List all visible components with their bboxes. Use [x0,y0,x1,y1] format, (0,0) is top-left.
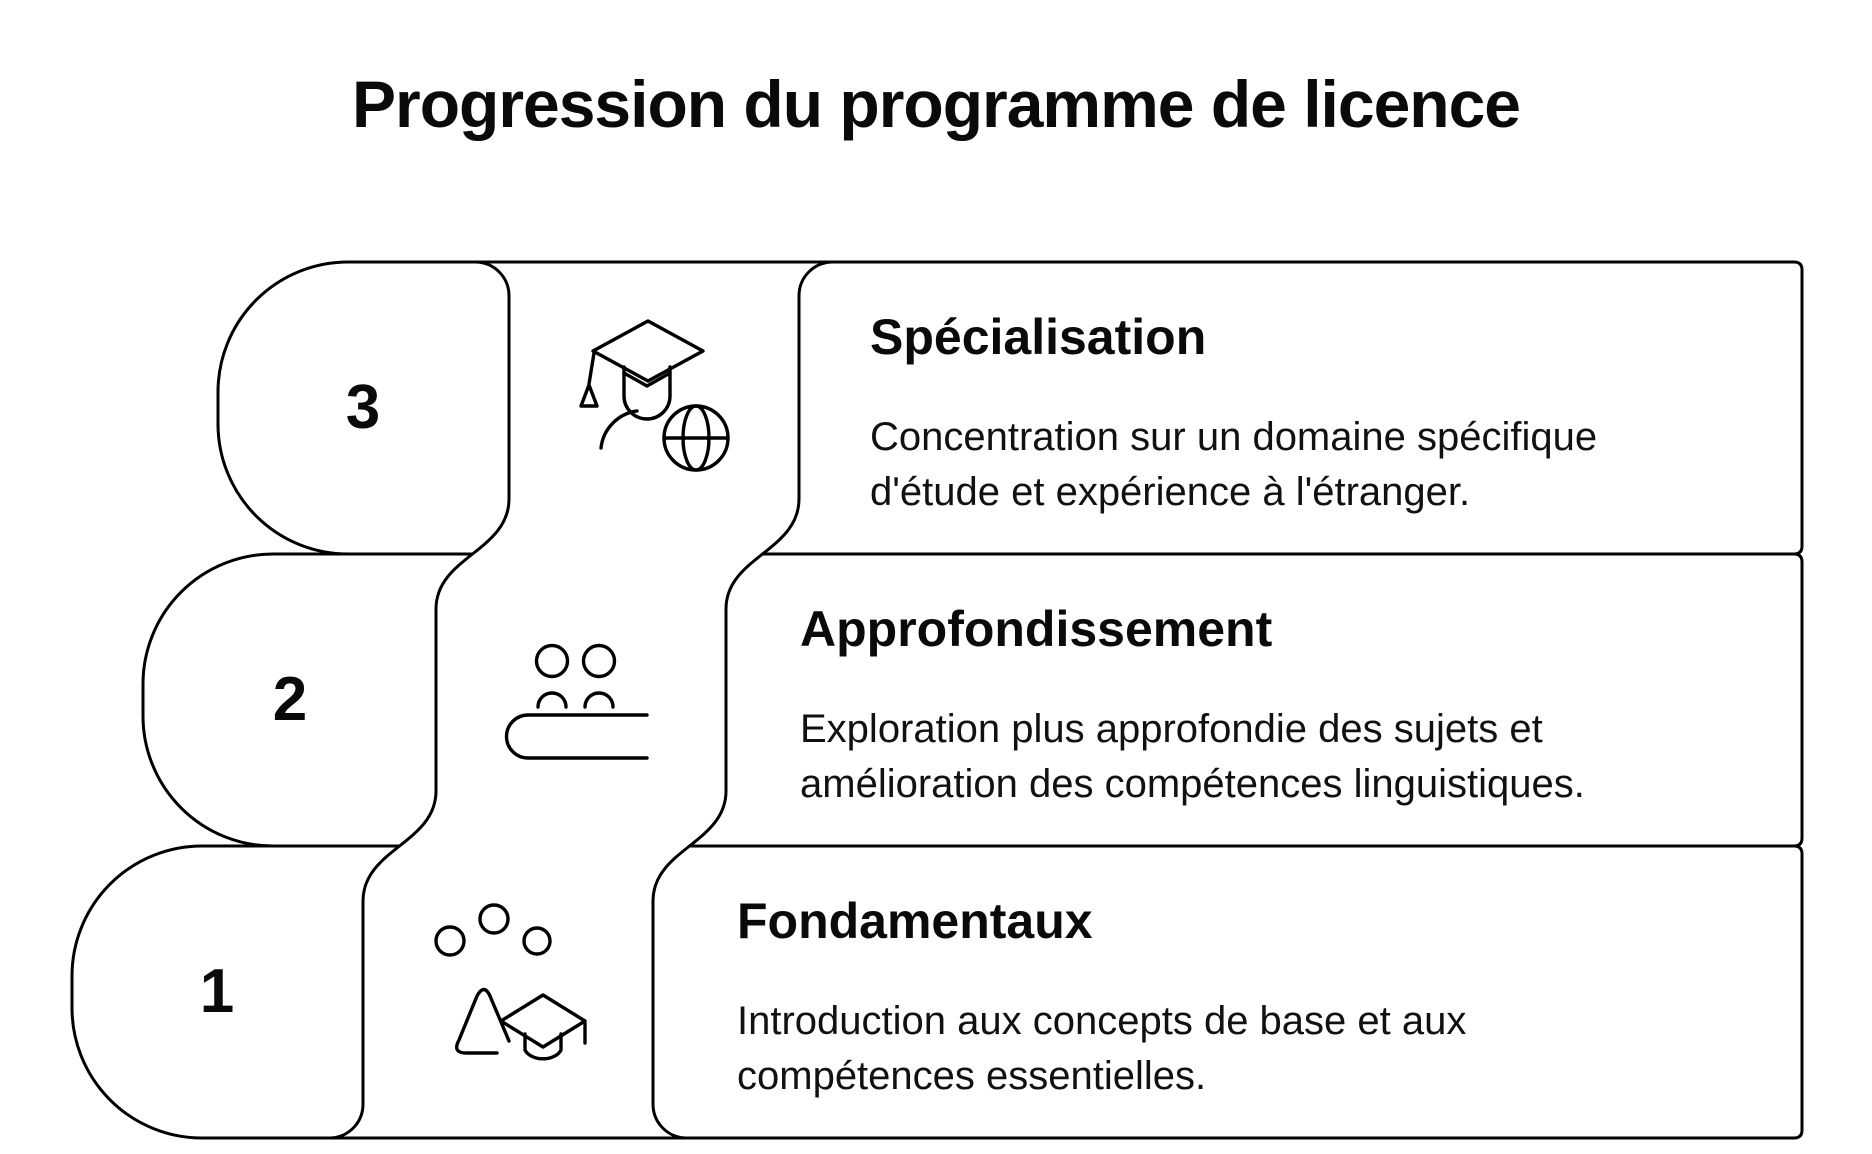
dot-right [522,926,552,956]
stage-1-description: Introduction aux concepts de base et aux… [737,994,1466,1104]
stage-3-description-line-2: d'étude et expérience à l'étranger. [870,470,1471,514]
shapes-graduation-cap-icon [434,903,587,1061]
stage-2-description: Exploration plus approfondie des sujets … [800,702,1585,812]
graduate-head [622,365,672,421]
stage-3-description-line-1: Concentration sur un domaine spécifique [870,415,1598,459]
student-body-left [536,691,568,709]
stage-2-description-line-1: Exploration plus approfondie des sujets … [800,707,1543,751]
student-head-right [581,643,617,679]
stage-3-title: Spécialisation [870,309,1207,365]
small-mortarboard [499,993,587,1049]
shoulder-arc [599,409,639,450]
student-body-right [583,691,615,709]
mortarboard [591,319,705,383]
small-cap-base [523,1032,563,1061]
open-triangle [455,987,511,1055]
open-book [504,713,649,760]
stage-3-number: 3 [345,373,381,442]
tassel-cord [587,351,596,386]
stage-3-description: Concentration sur un domaine spécifique … [870,410,1597,520]
stage-2-number: 2 [272,665,308,734]
cap-band [622,371,672,388]
page-title: Progression du programme de licence [351,67,1521,142]
tassel-pendant [579,383,599,408]
stage-1-title: Fondamentaux [737,893,1093,949]
dot-top [478,903,510,935]
stage-2-description-line-2: amélioration des compétences linguistiqu… [800,762,1585,806]
stage-1-number: 1 [199,957,235,1026]
stage-1-description-line-1: Introduction aux concepts de base et aux [737,999,1467,1043]
stage-2-title: Approfondissement [800,601,1273,657]
student-head-left [534,643,570,679]
stage-1-description-line-2: compétences essentielles. [737,1054,1207,1098]
dot-left [434,925,466,957]
progression-ribbon [327,260,835,1140]
graduate-globe-icon [579,319,730,472]
students-book-icon [504,643,649,760]
